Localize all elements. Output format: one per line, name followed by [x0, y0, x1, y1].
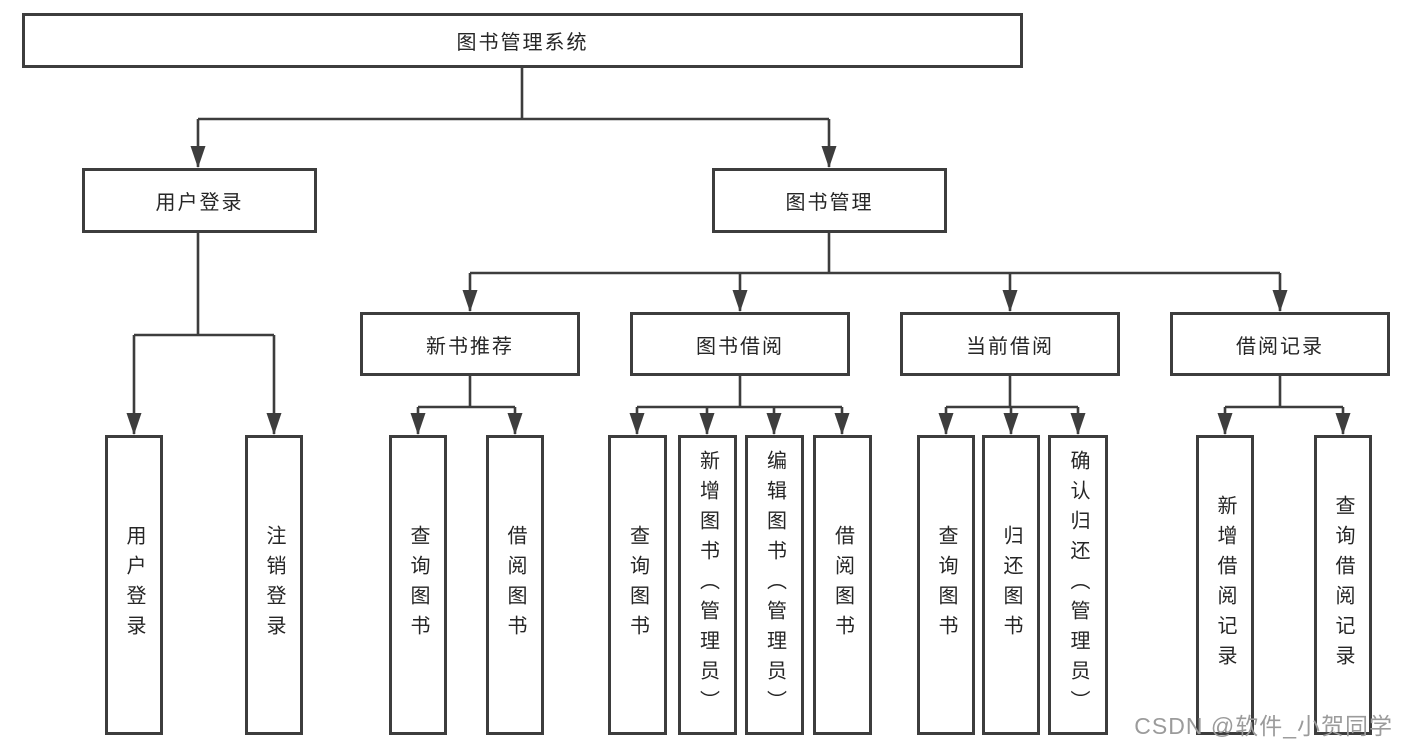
leaf-logout: 注销登录 — [245, 435, 303, 735]
leaf-bb-query-books: 查询图书 — [608, 435, 667, 735]
leaf-cb-return-books: 归还图书 — [982, 435, 1040, 735]
node-library-system: 图书管理系统 — [22, 13, 1023, 68]
leaf-nb-query-books: 查询图书 — [389, 435, 447, 735]
node-new-book-recommend: 新书推荐 — [360, 312, 580, 376]
leaf-cb-confirm-return-admin: 确认归还（管理员） — [1048, 435, 1108, 735]
leaf-br-query-record: 查询借阅记录 — [1314, 435, 1372, 735]
leaf-nb-borrow-books: 借阅图书 — [486, 435, 544, 735]
node-book-management: 图书管理 — [712, 168, 947, 233]
node-current-borrowing: 当前借阅 — [900, 312, 1120, 376]
node-user-login: 用户登录 — [82, 168, 317, 233]
leaf-bb-borrow-books: 借阅图书 — [813, 435, 872, 735]
leaf-cb-query-books: 查询图书 — [917, 435, 975, 735]
node-borrow-records: 借阅记录 — [1170, 312, 1390, 376]
node-book-borrowing: 图书借阅 — [630, 312, 850, 376]
leaf-bb-add-books-admin: 新增图书（管理员） — [678, 435, 737, 735]
csdn-watermark: CSDN @软件_小贺同学 — [1134, 713, 1393, 739]
leaf-user-login: 用户登录 — [105, 435, 163, 735]
leaf-br-add-record: 新增借阅记录 — [1196, 435, 1254, 735]
leaf-bb-edit-books-admin: 编辑图书（管理员） — [745, 435, 804, 735]
